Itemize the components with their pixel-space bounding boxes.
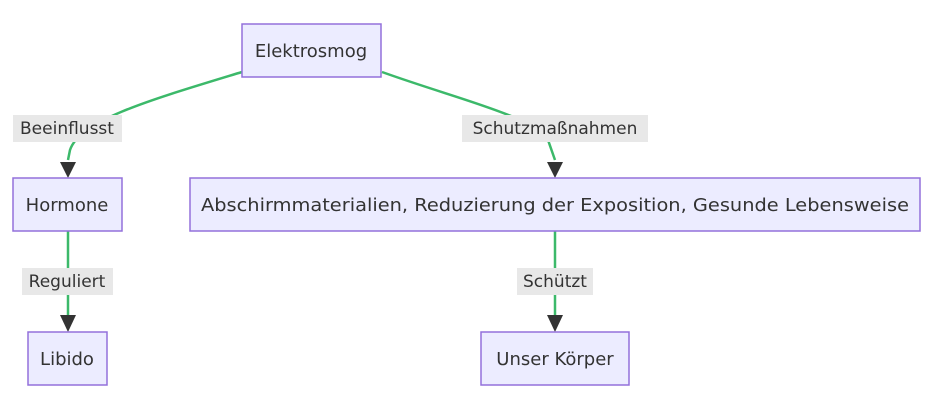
arrow-head-hormone (60, 162, 76, 178)
node-hormone[interactable]: Hormone (12, 177, 123, 232)
arrow-head-schutz (547, 162, 563, 178)
arrow-head-libido (60, 315, 76, 332)
edge-label-beeinflusst: Beeinflusst (13, 115, 122, 142)
edge-elektrosmog-hormone (66, 70, 243, 161)
edge-label-schuetzt: Schützt (517, 268, 593, 295)
arrow-head-koerper (547, 315, 563, 332)
node-koerper-label: Unser Körper (496, 349, 614, 370)
node-schutz-label: Abschirmmaterialien, Reduzierung der Exp… (201, 195, 909, 216)
node-libido-label: Libido (40, 349, 94, 370)
node-koerper[interactable]: Unser Körper (480, 331, 630, 386)
edge-label-schuetzt-text: Schützt (523, 272, 587, 292)
node-libido[interactable]: Libido (27, 331, 108, 386)
edge-label-schutzmassnahmen: Schutzmaßnahmen (462, 115, 648, 142)
edge-label-schutzmassnahmen-text: Schutzmaßnahmen (473, 119, 638, 139)
node-schutz[interactable]: Abschirmmaterialien, Reduzierung der Exp… (189, 177, 921, 232)
edge-label-reguliert-text: Reguliert (29, 272, 106, 292)
edge-label-reguliert: Reguliert (22, 268, 113, 295)
edge-label-beeinflusst-text: Beeinflusst (20, 119, 114, 139)
node-elektrosmog[interactable]: Elektrosmog (241, 23, 382, 78)
node-elektrosmog-label: Elektrosmog (255, 41, 367, 62)
node-hormone-label: Hormone (26, 195, 109, 216)
